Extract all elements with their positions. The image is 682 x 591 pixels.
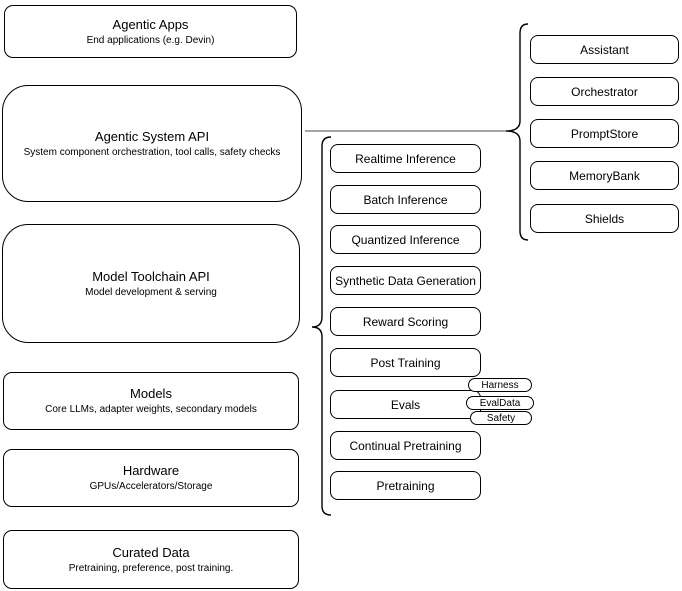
- box-subtitle: End applications (e.g. Devin): [86, 34, 215, 46]
- toolchain-item-synthetic-data-generation: Synthetic Data Generation: [330, 266, 481, 295]
- toolchain-item-realtime-inference: Realtime Inference: [330, 144, 481, 173]
- components-brace: [505, 23, 529, 241]
- toolchain-item-post-training: Post Training: [330, 348, 481, 377]
- agentic-apps-box: Agentic Apps End applications (e.g. Devi…: [4, 5, 297, 58]
- evals-tag-evaldata: EvalData: [466, 396, 534, 410]
- box-title: Hardware: [122, 463, 180, 478]
- models-box: Models Core LLMs, adapter weights, secon…: [3, 372, 299, 430]
- box-subtitle: GPUs/Accelerators/Storage: [89, 481, 213, 492]
- toolchain-item-batch-inference: Batch Inference: [330, 185, 481, 214]
- box-subtitle: Model development & serving: [85, 286, 217, 298]
- toolchain-item-reward-scoring: Reward Scoring: [330, 307, 481, 336]
- curated-data-box: Curated Data Pretraining, preference, po…: [3, 530, 299, 589]
- component-orchestrator: Orchestrator: [530, 77, 679, 106]
- box-subtitle: Core LLMs, adapter weights, secondary mo…: [45, 404, 257, 415]
- box-title: Agentic Apps: [112, 16, 189, 32]
- box-title: Curated Data: [112, 544, 190, 560]
- component-promptstore: PromptStore: [530, 119, 679, 148]
- component-shields: Shields: [530, 204, 679, 233]
- box-title: Agentic System API: [94, 128, 210, 144]
- hardware-box: Hardware GPUs/Accelerators/Storage: [3, 449, 299, 507]
- box-subtitle: Pretraining, preference, post training.: [68, 562, 234, 574]
- agentic-system-api-box: Agentic System API System component orch…: [2, 85, 302, 202]
- toolchain-brace: [311, 136, 332, 516]
- evals-tag-harness: Harness: [468, 378, 532, 392]
- toolchain-item-pretraining: Pretraining: [330, 471, 481, 500]
- toolchain-item-evals: Evals: [330, 390, 481, 419]
- component-memorybank: MemoryBank: [530, 161, 679, 190]
- box-subtitle: System component orchestration, tool cal…: [23, 146, 281, 158]
- box-title: Models: [130, 386, 172, 401]
- toolchain-item-continual-pretraining: Continual Pretraining: [330, 431, 481, 460]
- toolchain-item-quantized-inference: Quantized Inference: [330, 225, 481, 254]
- box-title: Model Toolchain API: [92, 268, 210, 284]
- component-assistant: Assistant: [530, 35, 679, 64]
- model-toolchain-api-box: Model Toolchain API Model development & …: [2, 224, 300, 343]
- evals-tag-safety: Safety: [470, 411, 532, 425]
